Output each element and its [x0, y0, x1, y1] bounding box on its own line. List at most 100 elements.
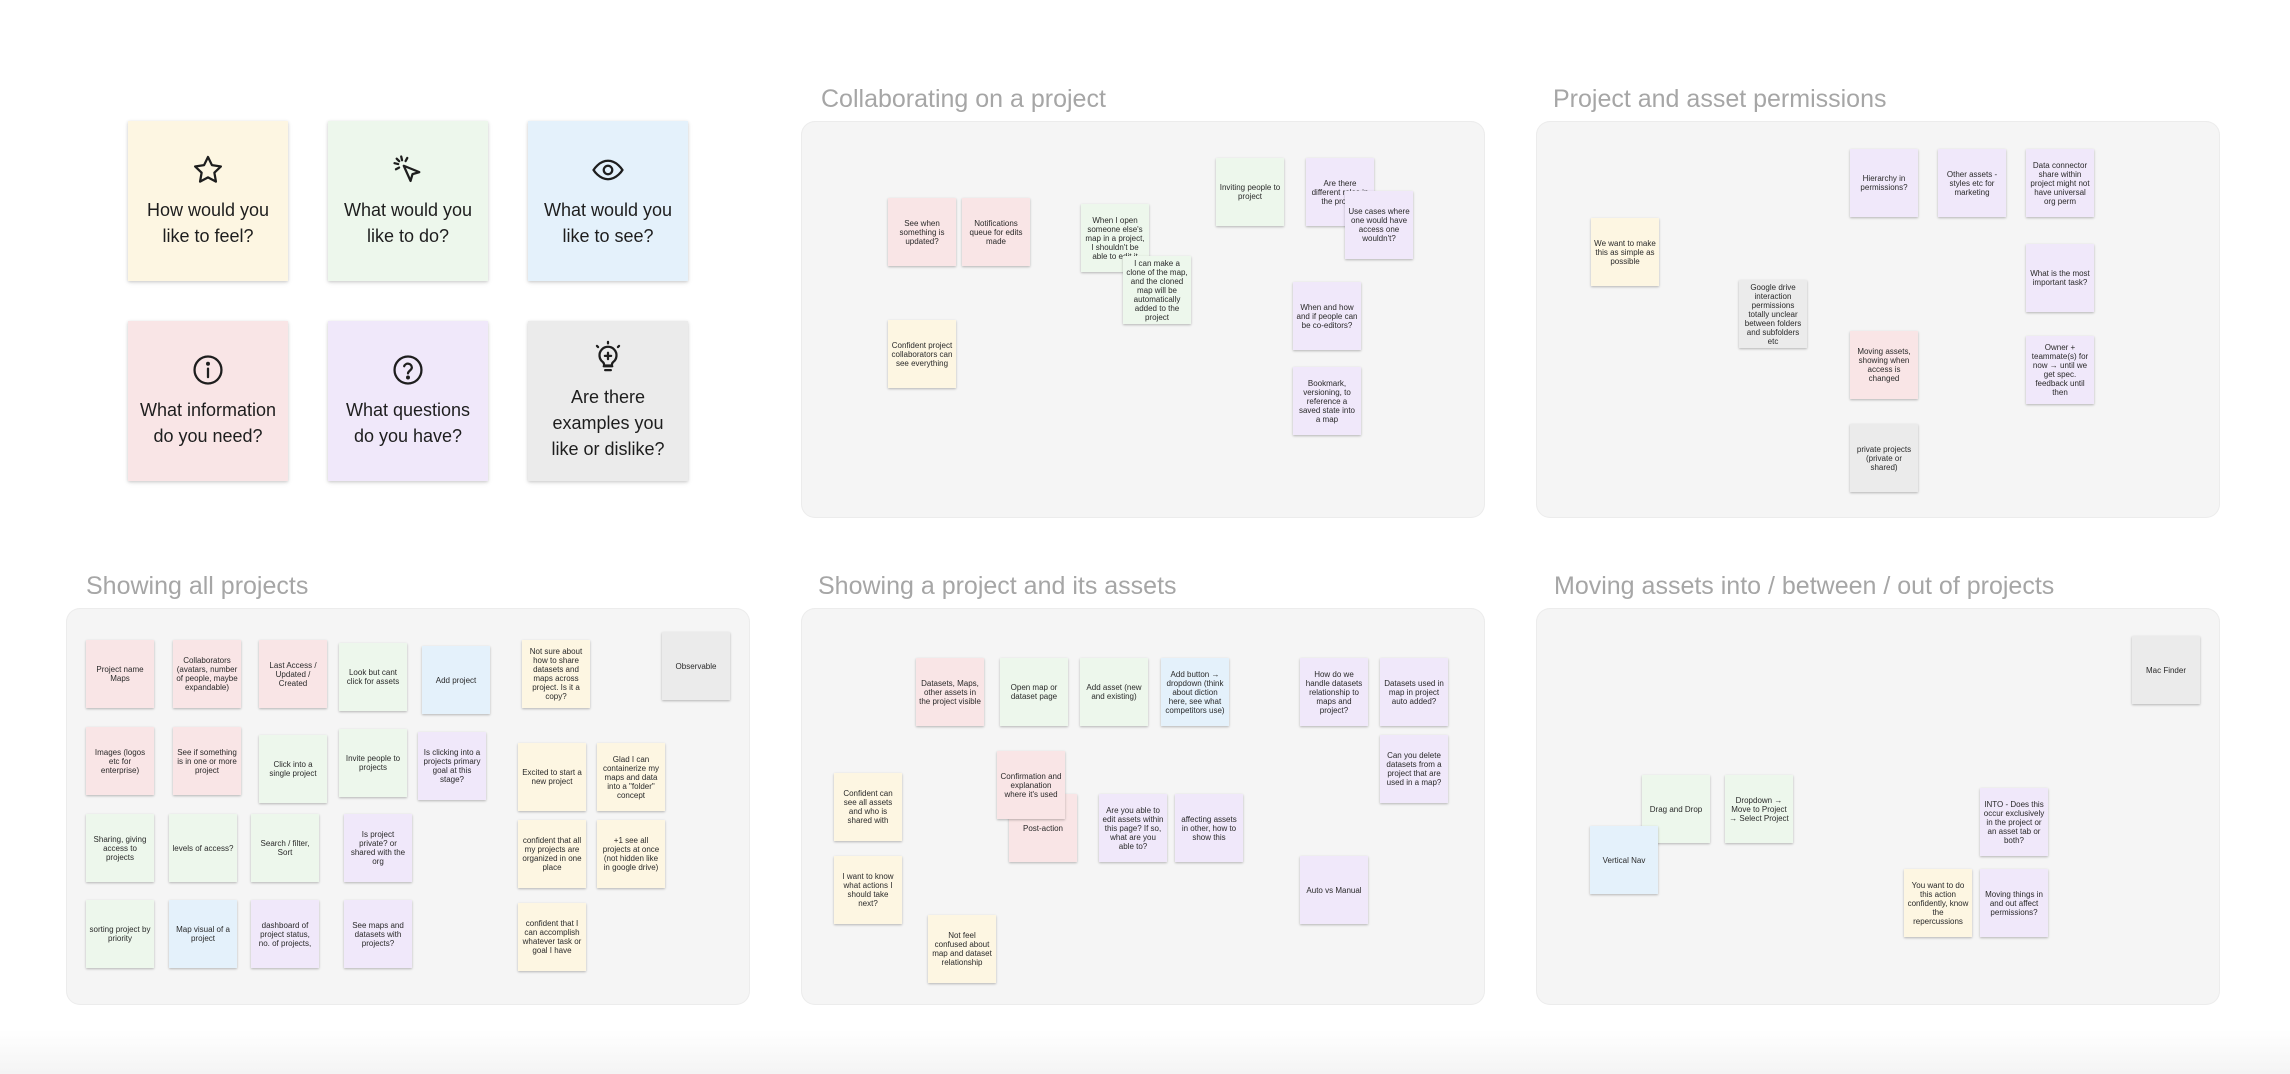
sticky-note-text: Post-action [1022, 823, 1064, 833]
sticky-note[interactable]: Look but cant click for assets [339, 643, 407, 711]
prompt-label: What would you like to do? [343, 200, 473, 246]
sticky-note[interactable]: Other assets - styles etc for marketing [1938, 149, 2006, 217]
sticky-note[interactable]: Invite people to projects [339, 729, 407, 797]
sticky-note-text: Bookmark, versioning, to reference a sav… [1298, 378, 1356, 424]
sticky-note[interactable]: +1 see all projects at once (not hidden … [597, 820, 665, 888]
sticky-note[interactable]: Images (logos etc for enterprise) [86, 727, 154, 795]
sticky-note-text: Datasets, Maps, other assets in the proj… [919, 678, 981, 706]
lightbulb-icon [595, 340, 621, 372]
sticky-note[interactable]: Sharing, giving access to projects [86, 814, 154, 882]
sticky-note[interactable]: Project name Maps [86, 640, 154, 708]
eye-icon [592, 159, 624, 181]
sticky-note[interactable]: Moving things in and out affect permissi… [1980, 869, 2048, 937]
sticky-note[interactable]: Dropdown → Move to Project → Select Proj… [1725, 775, 1793, 843]
sticky-note[interactable]: Datasets, Maps, other assets in the proj… [916, 658, 984, 726]
sticky-note-text: Datasets used in map in project auto add… [1384, 678, 1444, 706]
sticky-note[interactable]: Observable [662, 632, 730, 700]
sticky-note[interactable]: Not feel confused about map and dataset … [928, 915, 996, 983]
sticky-note[interactable]: Moving assets, showing when access is ch… [1850, 331, 1918, 399]
sticky-note[interactable]: INTO - Does this occur exclusively in th… [1980, 788, 2048, 856]
sticky-note[interactable]: Search / filter, Sort [251, 814, 319, 882]
sticky-note[interactable]: I can make a clone of the map, and the c… [1123, 256, 1191, 324]
sticky-note[interactable]: Collaborators (avatars, number of people… [173, 640, 241, 708]
sticky-note-text: Open map or dataset page [1010, 683, 1058, 701]
prompt-label: What information do you need? [139, 400, 277, 446]
sticky-note[interactable]: Last Access / Updated / Created [259, 640, 327, 708]
sticky-note-text: Can you delete datasets from a project t… [1386, 751, 1442, 787]
sticky-note[interactable]: When I open someone else's map in a proj… [1081, 204, 1149, 272]
sticky-note-text: What is the most important task? [2030, 269, 2090, 287]
sticky-note-text: Other assets - styles etc for marketing [1946, 169, 1998, 197]
sticky-note-text: See if something is in one or more proje… [177, 747, 237, 775]
sticky-note[interactable]: What is the most important task? [2026, 244, 2094, 312]
sticky-note[interactable]: Owner + teammate(s) for now → until we g… [2026, 336, 2094, 404]
sticky-note[interactable]: Confident can see all assets and who is … [834, 773, 902, 841]
prompt-card-do[interactable]: What would you like to do? [328, 121, 488, 281]
sticky-note-text: Glad I can containerize my maps and data… [602, 754, 660, 800]
prompt-card-examples[interactable]: Are there examples you like or dislike? [528, 321, 688, 481]
sticky-note[interactable]: Open map or dataset page [1000, 658, 1068, 726]
sticky-note-text: Observable [675, 661, 717, 671]
sticky-note[interactable]: Confirmation and explanation where it's … [997, 751, 1065, 819]
sticky-note-text: I want to know what actions I should tak… [842, 872, 894, 908]
sticky-note[interactable]: Add button → dropdown (think about dicti… [1161, 658, 1229, 726]
sticky-note-text: Are you able to edit assets within this … [1102, 805, 1164, 851]
sticky-note[interactable]: Is clicking into a projects primary goal… [418, 732, 486, 800]
sticky-note[interactable]: private projects (private or shared) [1850, 424, 1918, 492]
sticky-note[interactable]: Inviting people to project [1216, 158, 1284, 226]
sticky-note-text: Hierarchy in permissions? [1860, 174, 1908, 192]
sticky-note[interactable]: I want to know what actions I should tak… [834, 856, 902, 924]
sticky-note[interactable]: Use cases where one would have access on… [1345, 191, 1413, 259]
sticky-note[interactable]: Notifications queue for edits made [962, 198, 1030, 266]
sticky-note[interactable]: Add asset (new and existing) [1080, 658, 1148, 726]
sticky-note[interactable]: When and how and if people can be co-edi… [1293, 282, 1361, 350]
sticky-note-text: Notifications queue for edits made [969, 218, 1023, 246]
sticky-note[interactable]: Datasets used in map in project auto add… [1380, 658, 1448, 726]
sticky-note[interactable]: Are you able to edit assets within this … [1099, 794, 1167, 862]
sticky-note[interactable]: Vertical Nav [1590, 826, 1658, 894]
sticky-note[interactable]: Data connector share within project migh… [2026, 149, 2094, 217]
sticky-note-text: Use cases where one would have access on… [1348, 207, 1410, 243]
star-icon [193, 155, 223, 183]
sticky-note[interactable]: See maps and datasets with projects? [344, 900, 412, 968]
sticky-note[interactable]: You want to do this action confidently, … [1904, 869, 1972, 937]
sticky-note-text: +1 see all projects at once (not hidden … [602, 836, 660, 872]
sticky-note[interactable]: dashboard of project status, no. of proj… [251, 900, 319, 968]
sticky-note[interactable]: Glad I can containerize my maps and data… [597, 743, 665, 811]
sticky-note[interactable]: Not sure about how to share datasets and… [522, 640, 590, 708]
sticky-note[interactable]: levels of access? [169, 814, 237, 882]
sticky-note[interactable]: confident that I can accomplish whatever… [518, 903, 586, 971]
prompt-card-see[interactable]: What would you like to see? [528, 121, 688, 281]
section-title-moving-assets: Moving assets into / between / out of pr… [1554, 572, 2055, 600]
sticky-note[interactable]: Map visual of a project [169, 900, 237, 968]
sticky-note[interactable]: Is project private? or shared with the o… [344, 814, 412, 882]
sticky-note-text: Add button → dropdown (think about dicti… [1165, 669, 1225, 715]
sticky-note[interactable]: Add project [422, 646, 490, 714]
sticky-note[interactable]: Can you delete datasets from a project t… [1380, 735, 1448, 803]
sticky-note[interactable]: confident that all my projects are organ… [518, 820, 586, 888]
sticky-note[interactable]: How do we handle datasets relationship t… [1300, 658, 1368, 726]
section-title-permissions: Project and asset permissions [1553, 85, 1887, 113]
sticky-note-text: See maps and datasets with projects? [352, 920, 404, 948]
sticky-note-text: dashboard of project status, no. of proj… [258, 920, 312, 948]
prompt-card-questions[interactable]: What questions do you have? [328, 321, 488, 481]
sticky-note[interactable]: Auto vs Manual [1300, 856, 1368, 924]
sticky-note[interactable]: See when something is updated? [888, 198, 956, 266]
sticky-note[interactable]: See if something is in one or more proje… [173, 727, 241, 795]
sticky-note[interactable]: sorting project by priority [86, 900, 154, 968]
sticky-note[interactable]: Excited to start a new project [518, 743, 586, 811]
sticky-note[interactable]: Confident project collaborators can see … [888, 320, 956, 388]
sticky-note[interactable]: We want to make this as simple as possib… [1591, 218, 1659, 286]
sticky-note[interactable]: affecting assets in other, how to show t… [1175, 794, 1243, 862]
sticky-note[interactable]: Google drive interaction permissions tot… [1739, 280, 1807, 348]
prompt-card-feel[interactable]: How would you like to feel? [128, 121, 288, 281]
sticky-note[interactable]: Mac Finder [2132, 636, 2200, 704]
sticky-note[interactable]: Click into a single project [259, 735, 327, 803]
sticky-note-text: Inviting people to project [1219, 183, 1281, 201]
sticky-note[interactable]: Hierarchy in permissions? [1850, 149, 1918, 217]
prompt-label: What would you like to see? [543, 200, 673, 246]
info-icon [193, 355, 223, 385]
question-icon [393, 355, 423, 385]
prompt-card-information[interactable]: What information do you need? [128, 321, 288, 481]
sticky-note[interactable]: Bookmark, versioning, to reference a sav… [1293, 367, 1361, 435]
